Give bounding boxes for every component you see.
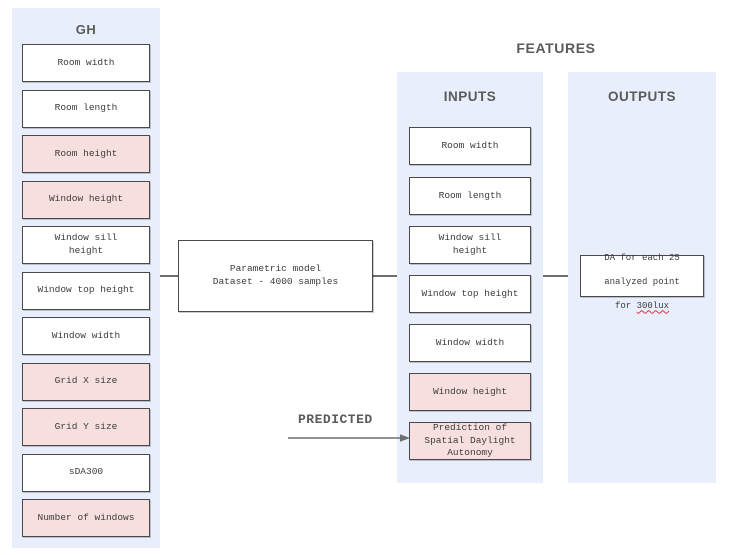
- gh-node-sda300[interactable]: sDA300: [22, 453, 150, 492]
- predicted-label: PREDICTED: [298, 412, 373, 427]
- input-node-prediction-sda[interactable]: Prediction of Spatial Daylight Autonomy: [409, 422, 531, 460]
- gh-node-window-width[interactable]: Window width: [22, 317, 150, 355]
- gh-panel-title: GH: [75, 22, 97, 37]
- gh-node-window-top-height[interactable]: Window top height: [22, 271, 150, 310]
- gh-node-room-height[interactable]: Room height: [22, 135, 150, 173]
- gh-node-number-of-windows[interactable]: Number of windows: [22, 499, 150, 537]
- output-line-3-prefix: for: [614, 301, 637, 312]
- input-node-window-top-height[interactable]: Window top height: [409, 275, 531, 313]
- inputs-panel-title: INPUTS: [443, 89, 497, 104]
- output-node-da-result[interactable]: DA for each 25 analyzed point for 300lux: [580, 252, 704, 311]
- connector-inputs-to-outputs: [543, 275, 581, 277]
- connector-model-to-inputs: [372, 275, 399, 277]
- input-node-window-height[interactable]: Window height: [409, 373, 531, 411]
- output-line-2: analyzed point: [604, 277, 680, 287]
- output-misspelled-word: 300lux: [636, 301, 669, 312]
- input-node-room-width[interactable]: Room width: [409, 127, 531, 165]
- gh-node-grid-y-size[interactable]: Grid Y size: [22, 408, 150, 446]
- parametric-model-box[interactable]: Parametric model Dataset - 4000 samples: [178, 240, 373, 312]
- gh-node-window-sill-height[interactable]: Window sill height: [22, 226, 150, 264]
- connector-gh-to-model: [160, 275, 180, 277]
- predicted-arrow-icon: [288, 434, 410, 442]
- gh-node-room-length[interactable]: Room length: [22, 89, 150, 128]
- gh-node-grid-x-size[interactable]: Grid X size: [22, 362, 150, 401]
- outputs-panel-title: OUTPUTS: [607, 89, 676, 104]
- input-node-room-length[interactable]: Room length: [409, 177, 531, 215]
- gh-node-room-width[interactable]: Room width: [22, 44, 150, 82]
- input-node-window-width[interactable]: Window width: [409, 324, 531, 362]
- input-node-window-sill-height[interactable]: Window sill height: [409, 226, 531, 264]
- output-line-1: DA for each 25: [604, 252, 680, 263]
- features-label: FEATURES: [516, 40, 596, 56]
- gh-node-window-height[interactable]: Window height: [22, 180, 150, 219]
